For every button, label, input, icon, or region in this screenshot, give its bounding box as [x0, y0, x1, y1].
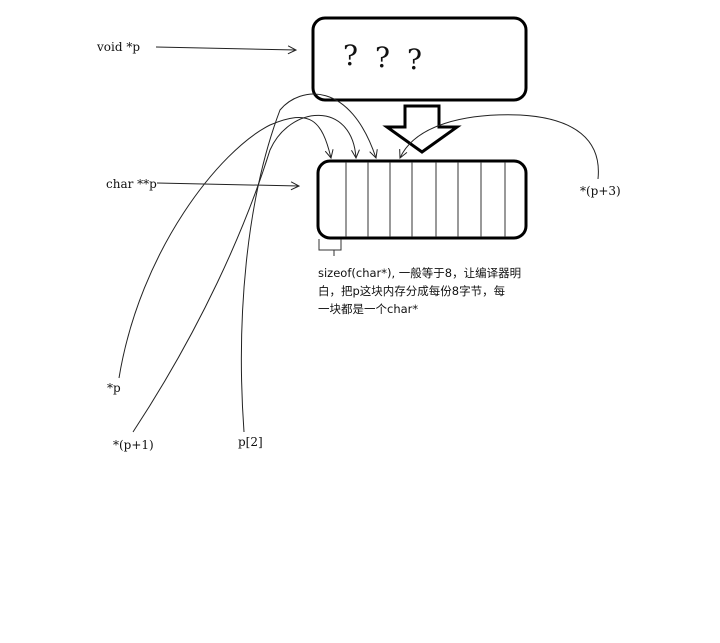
note-line-2: 白，把p这块内存分成每份8字节，每 — [318, 284, 506, 298]
char-ptr-memory-block — [316, 159, 528, 240]
unknown-mark-1: ? — [343, 39, 358, 72]
deref-p3-curve — [400, 114, 599, 180]
conversion-arrow-icon — [382, 104, 462, 154]
cell-size-bracket — [318, 239, 342, 256]
label-void-ptr: void *p — [97, 40, 141, 54]
cell-dividers — [345, 162, 506, 237]
label-char-pp: char **p — [106, 177, 157, 191]
label-deref-p3: *(p+3) — [580, 184, 621, 198]
note-line-1: sizeof(char*), 一般等于8，让编译器明 — [318, 266, 522, 280]
void-memory-block — [311, 16, 528, 102]
deref-p1-curve — [132, 114, 356, 433]
deref-p-curve — [118, 116, 331, 379]
unknown-mark-2: ? — [375, 41, 390, 74]
label-p2: p[2] — [238, 435, 263, 449]
sizeof-explanation: sizeof(char*), 一般等于8，让编译器明 白，把p这块内存分成每份8… — [318, 264, 533, 318]
p2-curve — [240, 93, 376, 433]
unknown-mark-3: ? — [407, 43, 422, 76]
note-line-3: 一块都是一个char* — [318, 302, 419, 316]
char-pp-arrow — [156, 183, 299, 186]
label-deref-p: *p — [107, 381, 121, 395]
void-ptr-arrow — [155, 47, 296, 50]
label-deref-p1: *(p+1) — [113, 438, 154, 452]
